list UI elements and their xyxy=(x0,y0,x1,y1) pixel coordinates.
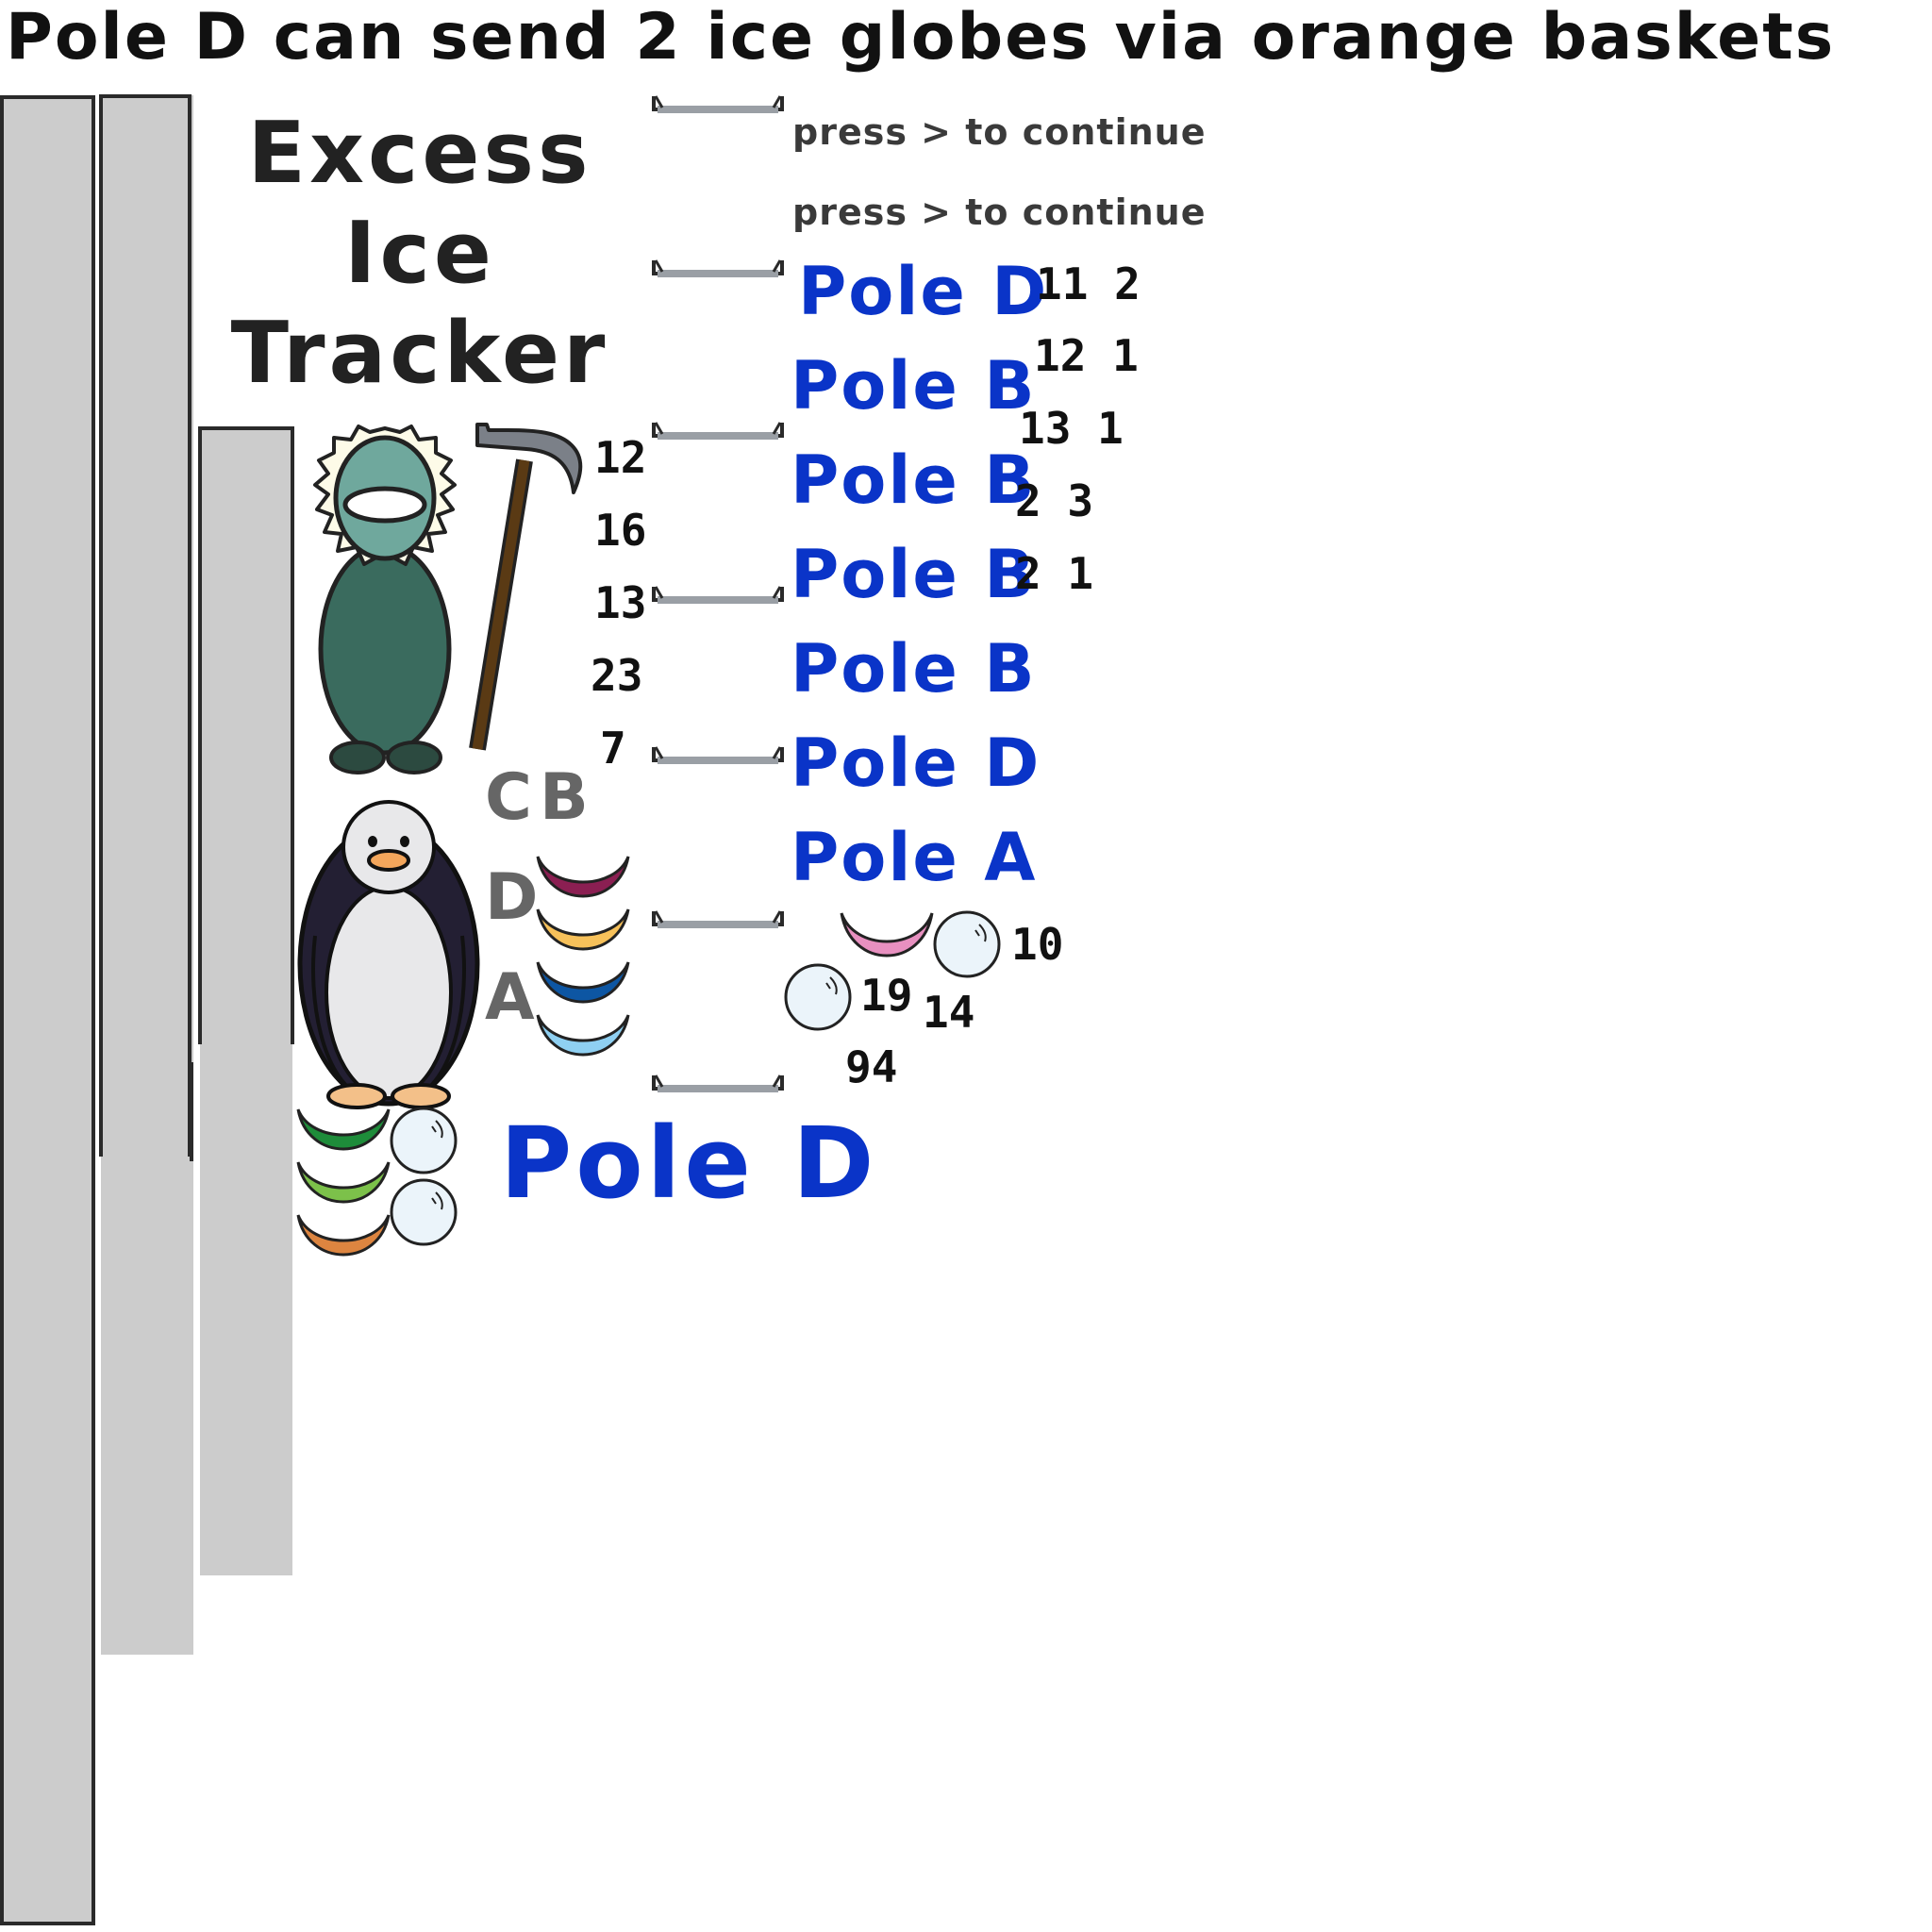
right-number: 2 3 xyxy=(1015,475,1094,526)
left-number: 16 xyxy=(594,505,647,556)
pole-list-item: Pole B xyxy=(791,536,1037,613)
basket-icon xyxy=(536,961,630,1004)
left-number: 12 xyxy=(594,432,647,483)
ice-globe-icon xyxy=(933,910,1001,978)
globe-count: 10 xyxy=(1011,919,1064,970)
basket-icon xyxy=(296,1108,391,1151)
level-bar-3 xyxy=(200,428,292,1575)
basket-icon xyxy=(296,1214,391,1257)
current-pole-label: Pole D xyxy=(500,1106,878,1221)
bracket-icon xyxy=(652,746,784,764)
pole-letter-d: D xyxy=(485,860,539,935)
bracket-icon xyxy=(652,422,784,440)
bracket-icon xyxy=(652,1074,784,1092)
pole-list-item: Pole B xyxy=(791,347,1037,425)
basket-count: 14 xyxy=(923,987,975,1038)
pole-letter-b: B xyxy=(540,760,589,835)
pole-list-item: Pole A xyxy=(791,819,1038,896)
title-line-1: Excess Ice xyxy=(247,104,592,303)
pole-letter-c: C xyxy=(485,760,532,835)
level-bar-1 xyxy=(0,95,95,1925)
level-bar-2-outline xyxy=(99,94,192,1157)
continue-hint-2: press > to continue xyxy=(792,192,1207,233)
level-bar-2-outline-right xyxy=(190,1062,193,1161)
ice-axe-icon xyxy=(469,423,583,751)
total-count: 94 xyxy=(845,1041,898,1092)
left-number: 13 xyxy=(594,577,647,628)
level-bar-2 xyxy=(101,95,193,1655)
right-number: 2 1 xyxy=(1015,548,1094,599)
status-message: Pole D can send 2 ice globes via orange … xyxy=(6,0,1836,75)
pole-list-item: Pole B xyxy=(791,630,1037,708)
bracket-icon xyxy=(652,586,784,604)
globe-count: 19 xyxy=(860,970,913,1021)
bracket-icon xyxy=(652,259,784,277)
left-number: 23 xyxy=(591,650,643,701)
left-number: 7 xyxy=(600,723,626,774)
pole-list-item: Pole B xyxy=(791,441,1037,519)
pole-list-item: Pole D xyxy=(791,724,1041,802)
ice-globe-icon xyxy=(784,963,852,1031)
pole-list-item: Pole D xyxy=(798,253,1049,330)
level-bar-3-outline xyxy=(198,426,294,1044)
bracket-icon xyxy=(652,95,784,113)
tracker-title: Excess Ice Tracker xyxy=(203,104,637,404)
penguin-icon xyxy=(297,800,480,1109)
ice-globe-icon xyxy=(390,1178,458,1246)
title-line-2: Tracker xyxy=(230,304,609,403)
right-number: 11 2 xyxy=(1036,258,1141,309)
basket-icon xyxy=(536,856,630,898)
bracket-icon xyxy=(652,910,784,928)
pole-letter-a: A xyxy=(485,960,535,1035)
basket-icon xyxy=(296,1161,391,1204)
ice-globe-icon xyxy=(390,1107,458,1174)
basket-icon xyxy=(536,908,630,951)
basket-icon xyxy=(536,1014,630,1057)
continue-hint-1: press > to continue xyxy=(792,111,1207,153)
right-number: 12 1 xyxy=(1034,330,1139,381)
eskimo-icon xyxy=(313,425,457,774)
right-number: 13 1 xyxy=(1019,403,1124,454)
basket-icon xyxy=(840,912,934,958)
